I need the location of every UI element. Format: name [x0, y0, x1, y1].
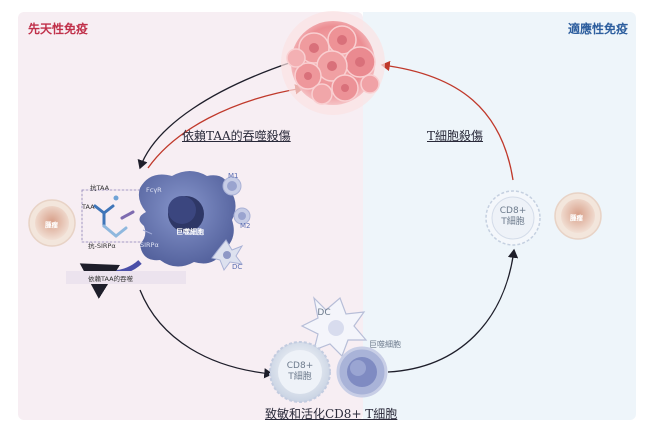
label-macrophage-inner: 巨噬細胞	[176, 228, 204, 236]
tumor-cell-left-icon	[28, 199, 76, 247]
label-t-cell-bottom-line1: CD8+	[286, 361, 314, 371]
label-cd8-priming-activation: 致敏和活化CD8+ T細胞	[265, 407, 398, 421]
label-anti-taa: 抗TAA	[90, 184, 110, 192]
m2-macrophage-icon	[233, 207, 251, 225]
label-t-cell-right: CD8+ T細胞	[496, 206, 530, 228]
label-macrophage-bottom: 巨噬細胞	[369, 340, 401, 349]
label-t-cell-killing: T細胞殺傷	[427, 129, 484, 143]
adaptive-immunity-title: 適應性免疫	[567, 22, 628, 36]
arrow-tumor-to-macrophage	[137, 61, 293, 170]
label-t-cell-bottom: CD8+ T細胞	[283, 361, 317, 383]
label-taa: TAA	[82, 203, 95, 211]
arrow-macrophage-to-priming	[139, 289, 274, 379]
antibody-icon	[81, 189, 148, 243]
label-t-cell-bottom-line2: T細胞	[288, 372, 312, 382]
phagocytosis-banner	[66, 271, 186, 284]
arrow-tcell-to-tumor	[380, 60, 514, 181]
arrow-macrophage-to-tumor	[147, 84, 305, 169]
tumor-cell-cluster-icon	[281, 11, 385, 115]
innate-immunity-title: 先天性免疫	[28, 22, 89, 36]
label-tumor-right: 腫瘤	[570, 214, 583, 222]
label-t-cell-right-line1: CD8+	[499, 206, 527, 216]
label-dc-bottom: DC	[317, 308, 331, 318]
tumor-cell-right-icon	[554, 192, 602, 240]
label-taa-phagocytosis: 依賴TAA的吞噬	[88, 275, 134, 283]
label-tumor-left: 腫瘤	[45, 221, 58, 229]
label-m1: M1	[228, 172, 239, 180]
label-dc-small: DC	[232, 263, 243, 271]
macrophage-bottom-icon	[336, 346, 388, 398]
m1-macrophage-icon	[222, 176, 242, 196]
label-m2: M2	[240, 222, 251, 230]
label-t-cell-right-line2: T細胞	[501, 217, 525, 227]
arrow-priming-to-tcell	[387, 248, 519, 373]
macrophage-cell-icon	[138, 171, 236, 267]
label-taa-phagocytic-killing: 依賴TAA的吞噬殺傷	[182, 129, 291, 143]
label-fcgr: FcγR	[146, 186, 162, 194]
dendritic-cell-small-icon	[211, 239, 244, 272]
label-sirpa: SIRPα	[140, 241, 159, 249]
t-cell-bottom-icon	[269, 341, 331, 403]
dendritic-cell-bottom-icon	[300, 296, 368, 358]
label-anti-sirpa: 抗-SIRPα	[88, 242, 116, 250]
t-cell-right-icon	[485, 190, 541, 246]
